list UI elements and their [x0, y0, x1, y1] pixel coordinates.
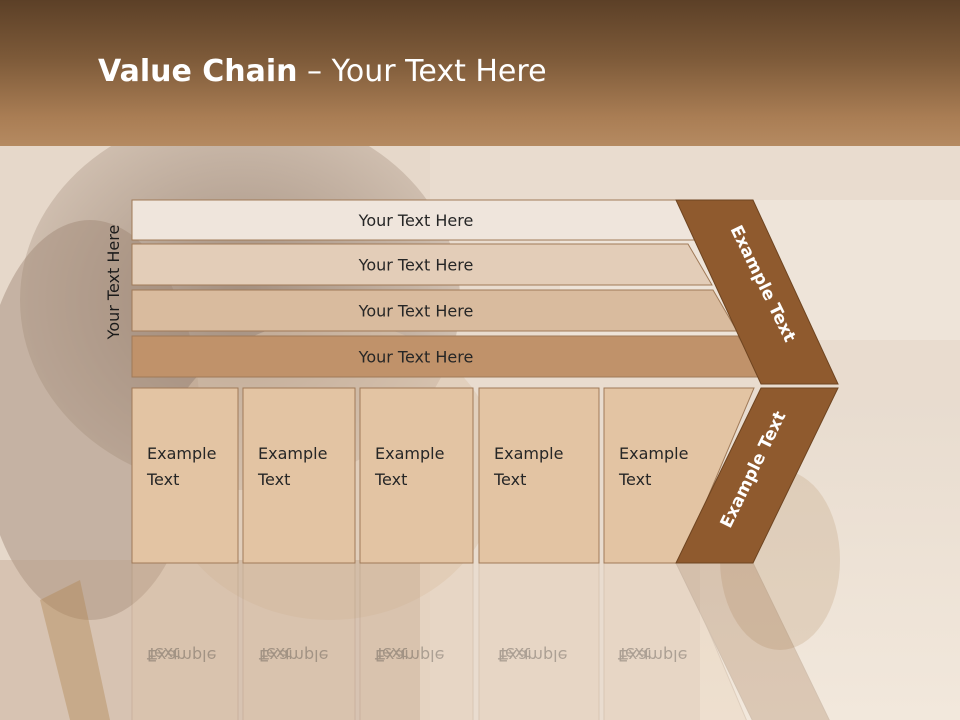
diagram-reflection	[131, 562, 830, 720]
activity-box	[359, 387, 474, 564]
support-row-shape	[131, 243, 713, 286]
slide-title: Value Chain – Your Text Here	[98, 54, 547, 89]
reflection-activity-label: Example	[259, 646, 328, 665]
activity-box	[242, 387, 356, 564]
activity-label-line2: Text	[374, 470, 407, 489]
activity-label-line1: Example	[494, 444, 563, 463]
activity-label-line1: Example	[147, 444, 216, 463]
reflection-activity-label: Text	[374, 644, 407, 663]
reflection-activity-box	[478, 562, 600, 720]
margin-upper-shape	[675, 199, 839, 385]
reflection-activity-box	[242, 562, 356, 720]
activity-label-line2: Text	[146, 470, 179, 489]
support-row-label: Your Text Here	[358, 211, 474, 230]
support-row-label: Your Text Here	[358, 302, 474, 321]
reflection-activity-label: Text	[146, 644, 179, 663]
reflection-activity-label: Example	[375, 646, 444, 665]
slide-title-rest: – Your Text Here	[297, 54, 547, 89]
title-bar	[0, 0, 960, 146]
margin-lower-shape	[675, 387, 839, 564]
reflection-activity-label: Text	[497, 644, 530, 663]
support-row-label: Your Text Here	[358, 256, 474, 275]
reflection-activity-label: Text	[258, 644, 291, 663]
activity-box	[131, 387, 239, 564]
reflection-activity-box	[359, 562, 474, 720]
activity-label-line2: Text	[257, 470, 290, 489]
activity-label-line2: Text	[493, 470, 526, 489]
reflection-activity-box	[131, 562, 239, 720]
activity-box	[478, 387, 600, 564]
reflection-activity-label: Example	[498, 646, 567, 665]
support-row-label: Your Text Here	[358, 348, 474, 367]
reflection-activity-label: Text	[617, 644, 650, 663]
slide-title-bold: Value Chain	[98, 54, 298, 89]
activity-label-line1: Example	[258, 444, 327, 463]
reflection-activity-label: Example	[147, 646, 216, 665]
reflection-activity-label: Example	[618, 646, 687, 665]
activity-label-line1: Example	[619, 444, 688, 463]
activity-label-line2: Text	[618, 470, 651, 489]
activity-label-line1: Example	[375, 444, 444, 463]
